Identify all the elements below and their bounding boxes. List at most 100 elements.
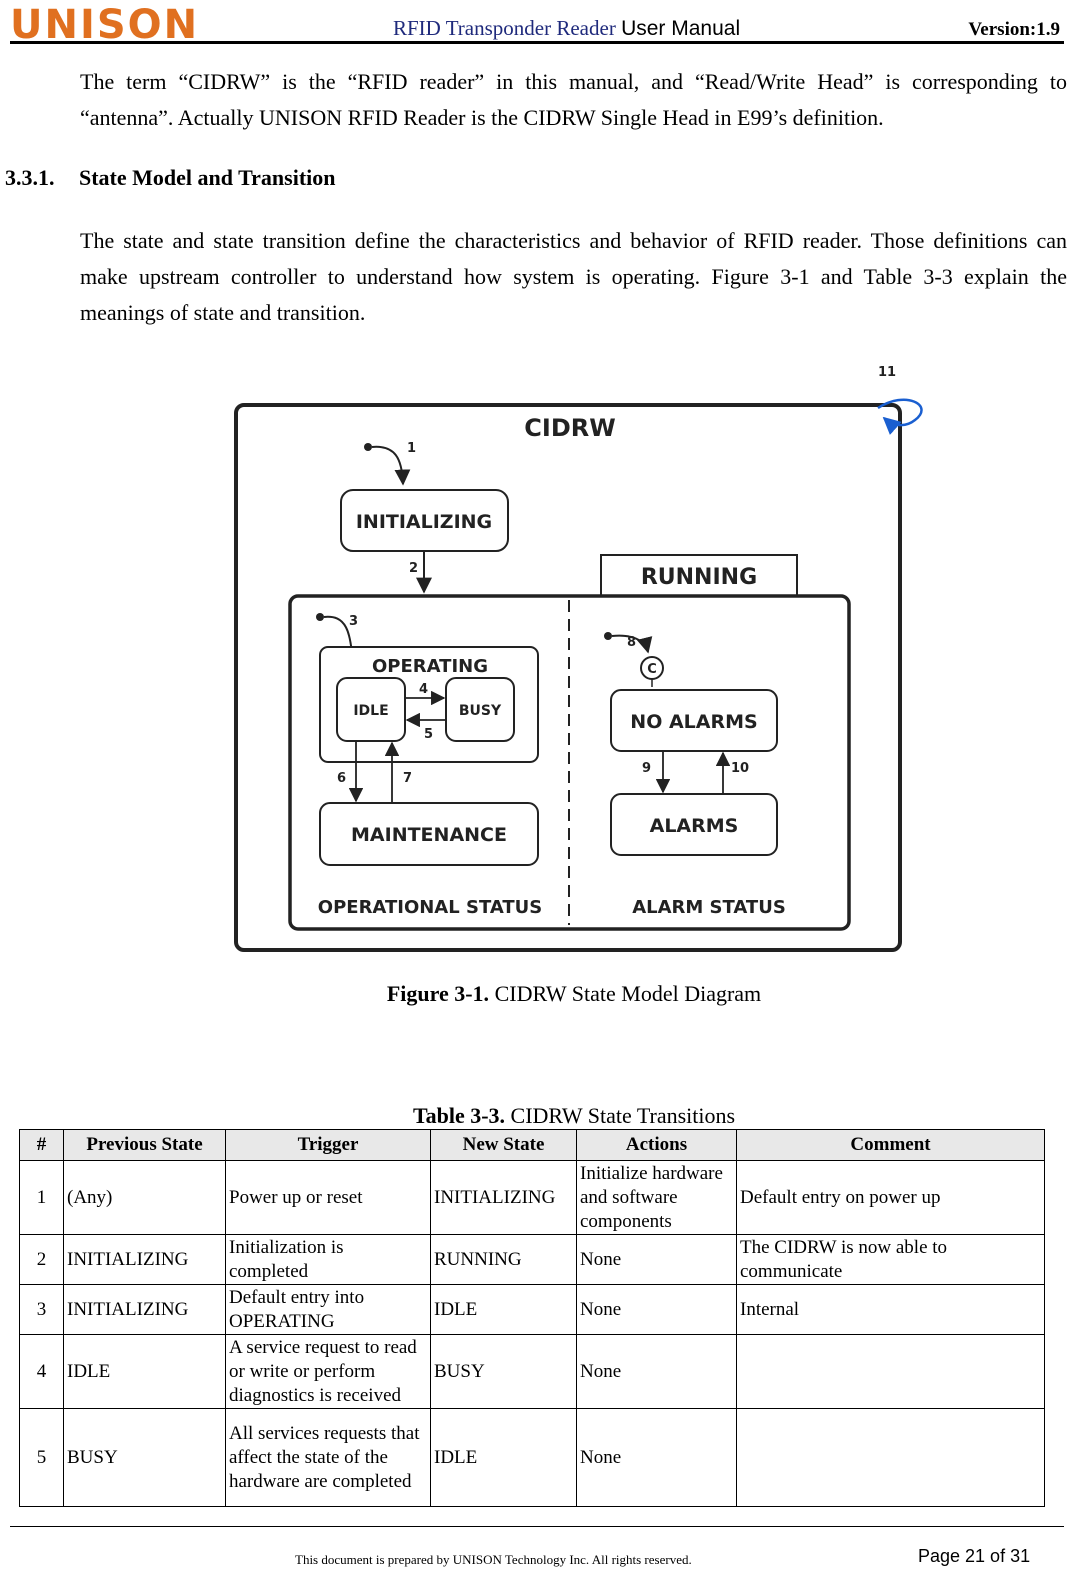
- table-caption: Table 3-3. CIDRW State Transitions: [0, 1103, 1068, 1129]
- operational-status-label: OPERATIONAL STATUS: [318, 897, 542, 918]
- doc-subtitle: User Manual: [621, 17, 741, 40]
- cell-number: 1: [19, 1160, 64, 1235]
- section-title: State Model and Transition: [79, 165, 336, 190]
- header-number: #: [19, 1129, 64, 1161]
- transition-8-label: 8: [627, 635, 636, 650]
- footer-notice: This document is prepared by UNISON Tech…: [295, 1552, 692, 1567]
- transition-5-label: 5: [424, 727, 433, 742]
- figure-caption-text: CIDRW State Model Diagram: [494, 981, 762, 1006]
- header-previous-state: Previous State: [63, 1129, 226, 1161]
- table-row: 5 BUSY All services requests that affect…: [19, 1408, 1045, 1507]
- cell-new-state: RUNNING: [430, 1234, 577, 1285]
- alarms-label: ALARMS: [650, 815, 739, 837]
- state-no-alarms: [610, 689, 778, 752]
- cell-comment: Default entry on power up: [736, 1160, 1045, 1235]
- alarm-status-label: ALARM STATUS: [632, 897, 786, 918]
- cell-previous-state: (Any): [63, 1160, 226, 1235]
- initializing-label: INITIALIZING: [356, 511, 492, 533]
- cell-trigger: All services requests that affect the st…: [225, 1408, 431, 1507]
- table-row: 1 (Any) Power up or reset INITIALIZING I…: [19, 1160, 1045, 1235]
- transition-7-label: 7: [403, 771, 412, 786]
- section-number: 3.3.1.: [5, 165, 55, 190]
- header-actions: Actions: [576, 1129, 737, 1161]
- cell-number: 5: [19, 1408, 64, 1507]
- transition-10-label: 10: [731, 761, 749, 776]
- cell-trigger: Default entry into OPERATING: [225, 1284, 431, 1335]
- section-body: The state and state transition define th…: [80, 228, 1067, 325]
- state-busy: [445, 677, 515, 742]
- cell-comment: [736, 1334, 1045, 1409]
- cell-actions: None: [576, 1334, 737, 1409]
- cell-new-state: BUSY: [430, 1334, 577, 1409]
- idle-label: IDLE: [353, 703, 388, 719]
- initial-dot-1: [364, 443, 372, 451]
- transition-11-arrow: [877, 398, 923, 436]
- running-label-box: [600, 554, 798, 597]
- header-trigger: Trigger: [225, 1129, 431, 1161]
- maintenance-label: MAINTENANCE: [351, 824, 507, 846]
- cell-new-state: IDLE: [430, 1284, 577, 1335]
- state-maintenance: [319, 802, 539, 866]
- figure-caption: Figure 3-1. CIDRW State Model Diagram: [0, 981, 1068, 1007]
- cell-previous-state: INITIALIZING: [63, 1234, 226, 1285]
- section-heading: 3.3.1. State Model and Transition: [5, 165, 336, 191]
- initial-dot-3: [316, 613, 324, 621]
- table-caption-label: Table 3-3.: [412, 1103, 506, 1128]
- cell-previous-state: INITIALIZING: [63, 1284, 226, 1335]
- transition-9-label: 9: [642, 761, 651, 776]
- version-label: Version:1.9: [968, 19, 1060, 40]
- intro-paragraph: The term “CIDRW” is the “RFID reader” in…: [80, 69, 1067, 130]
- header-new-state: New State: [430, 1129, 577, 1161]
- cell-actions: None: [576, 1408, 737, 1507]
- cell-actions: Initialize hardware and software compone…: [576, 1160, 737, 1235]
- cell-number: 2: [19, 1234, 64, 1285]
- cell-comment: The CIDRW is now able to communicate: [736, 1234, 1045, 1285]
- transition-6-label: 6: [337, 771, 346, 786]
- cell-comment: Internal: [736, 1284, 1045, 1335]
- state-idle: [336, 677, 406, 742]
- initial-dot-8: [604, 632, 612, 640]
- operating-label: OPERATING: [372, 656, 488, 677]
- cell-comment: [736, 1408, 1045, 1507]
- cell-trigger: A service request to read or write or pe…: [225, 1334, 431, 1409]
- running-label: RUNNING: [641, 565, 757, 590]
- table-header-row: # Previous State Trigger New State Actio…: [19, 1129, 1045, 1161]
- busy-label: BUSY: [459, 703, 502, 719]
- figure-caption-label: Figure 3-1.: [386, 981, 490, 1006]
- transition-2-label: 2: [409, 561, 418, 576]
- header-rule: [10, 41, 1064, 44]
- cell-previous-state: BUSY: [63, 1408, 226, 1507]
- document-title: RFID Transponder Reader User Manual: [393, 16, 740, 41]
- cell-number: 3: [19, 1284, 64, 1335]
- logo-text: UNISON: [10, 2, 199, 42]
- table-row: 4 IDLE A service request to read or writ…: [19, 1334, 1045, 1409]
- table-caption-text: CIDRW State Transitions: [510, 1103, 736, 1128]
- cell-new-state: IDLE: [430, 1408, 577, 1507]
- table-row: 3 INITIALIZING Default entry into OPERAT…: [19, 1284, 1045, 1335]
- cidrw-state-diagram: CIDRW 11 1 INITIALIZING 2 RUNNING 3 OPER…: [234, 365, 923, 952]
- transition-11-label: 11: [878, 365, 896, 380]
- cell-number: 4: [19, 1334, 64, 1409]
- diagram-title: CIDRW: [524, 414, 615, 442]
- cell-trigger: Power up or reset: [225, 1160, 431, 1235]
- transition-8-arrow: [611, 634, 653, 654]
- cell-actions: None: [576, 1234, 737, 1285]
- conditional-label: C: [647, 662, 657, 677]
- no-alarms-label: NO ALARMS: [630, 711, 757, 733]
- cell-actions: None: [576, 1284, 737, 1335]
- cell-previous-state: IDLE: [63, 1334, 226, 1409]
- doc-title: RFID Transponder Reader: [393, 16, 616, 40]
- state-transitions-table: # Previous State Trigger New State Actio…: [19, 1129, 1045, 1507]
- footer-rule: [10, 1526, 1064, 1527]
- transition-3-label: 3: [349, 614, 358, 629]
- transition-1-arrow: [371, 445, 411, 486]
- cell-trigger: Initialization is completed: [225, 1234, 431, 1285]
- header-comment: Comment: [736, 1129, 1045, 1161]
- state-alarms: [610, 793, 778, 856]
- unison-logo: UNISON: [10, 2, 210, 48]
- table-row: 2 INITIALIZING Initialization is complet…: [19, 1234, 1045, 1285]
- page-number: Page 21 of 31: [918, 1546, 1031, 1566]
- transition-4-label: 4: [419, 682, 428, 697]
- cell-new-state: INITIALIZING: [430, 1160, 577, 1235]
- transition-1-label: 1: [407, 441, 416, 456]
